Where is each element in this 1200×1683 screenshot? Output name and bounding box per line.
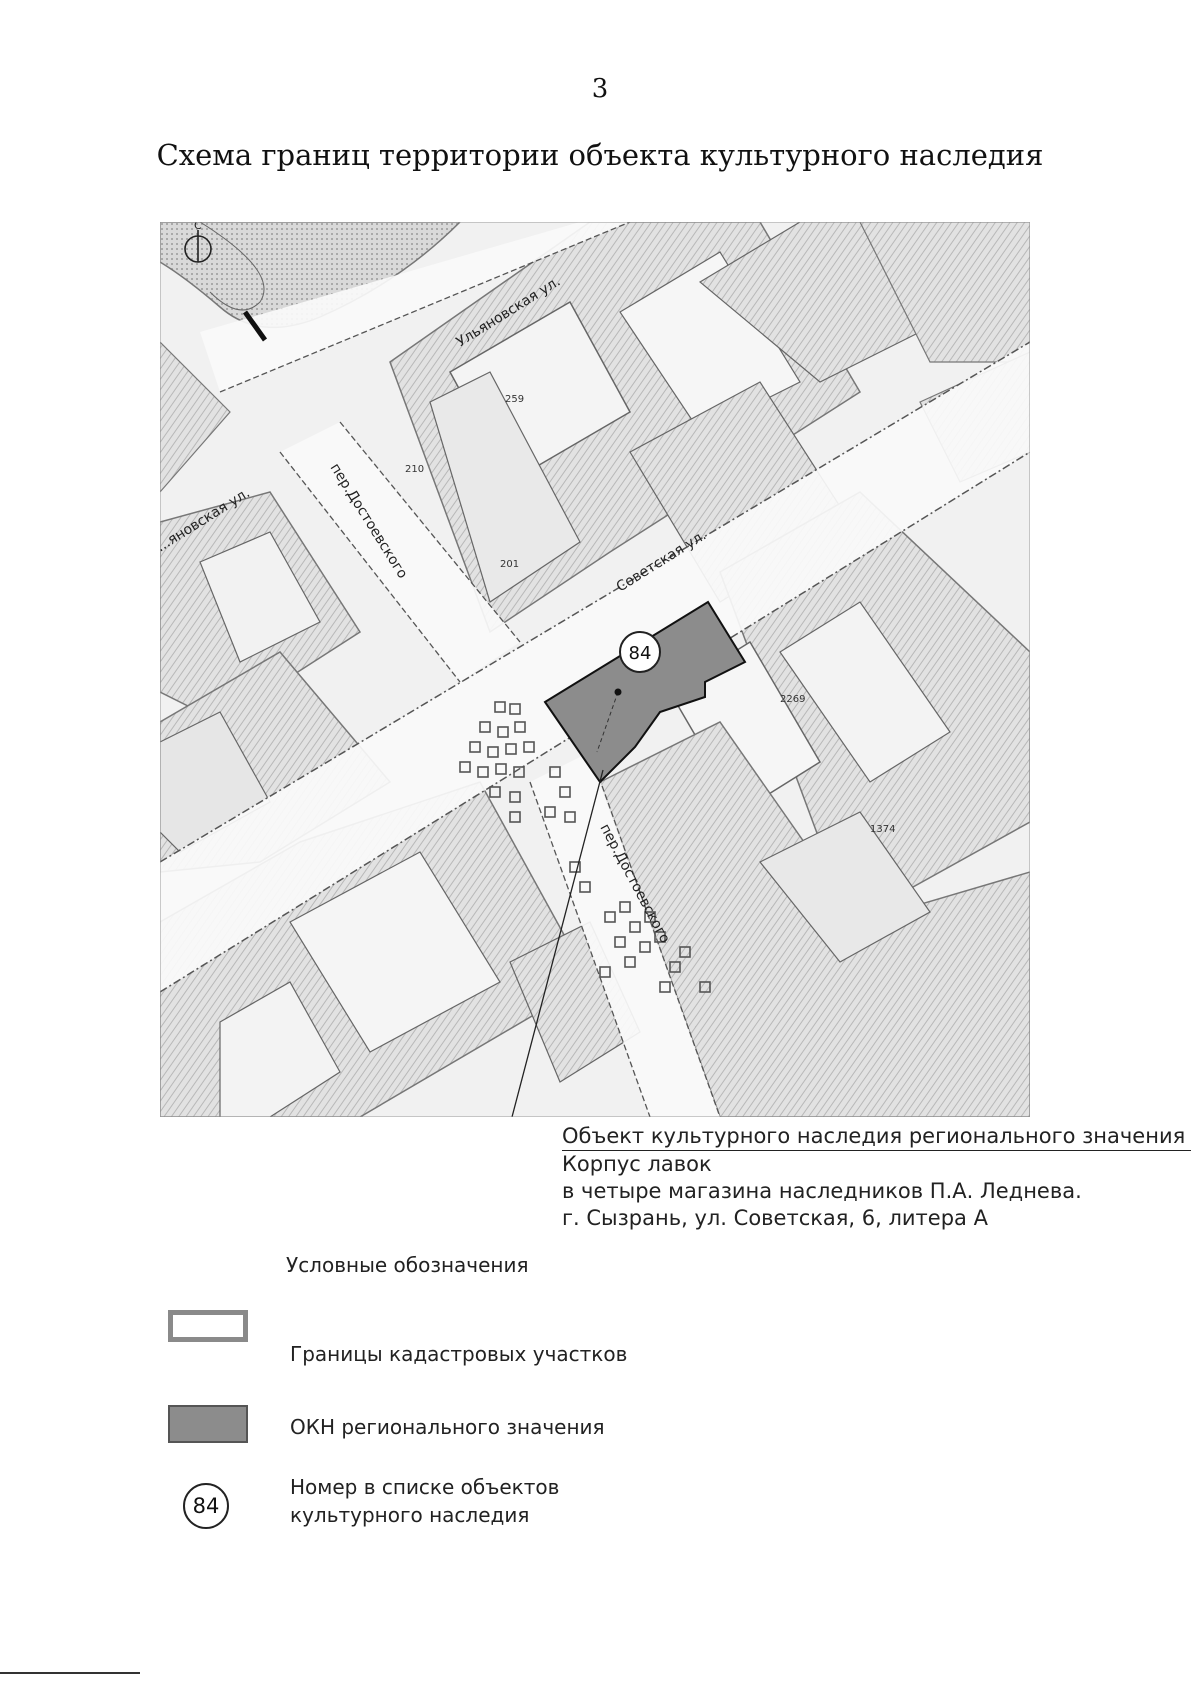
object-caption: Объект культурного наследия региональног… bbox=[562, 1123, 1192, 1232]
parcel-number: 201 bbox=[500, 559, 519, 570]
legend-swatch-okn bbox=[168, 1405, 248, 1443]
legend-label-parcels: Границы кадастровых участков bbox=[290, 1342, 628, 1366]
page-number: 3 bbox=[591, 74, 609, 104]
parcel-number: 259 bbox=[505, 394, 524, 405]
legend-swatch-number: 84 bbox=[183, 1483, 229, 1529]
parcel-number: 210 bbox=[405, 464, 424, 475]
footer-rule bbox=[0, 1672, 140, 1674]
legend-number-example: 84 bbox=[192, 1494, 220, 1518]
object-number-label: 84 bbox=[629, 643, 652, 664]
parcel-number: 1374 bbox=[870, 824, 895, 835]
north-arrow: С bbox=[184, 222, 212, 263]
tree-symbols bbox=[459, 701, 711, 993]
legend-swatch-parcels bbox=[168, 1310, 248, 1342]
caption-line: в четыре магазина наследников П.А. Ледне… bbox=[562, 1179, 1082, 1203]
cadastral-map: С Ульяновская ул. ...яновская ул. пер.До… bbox=[160, 222, 1030, 1117]
parcel-number: 2269 bbox=[780, 694, 805, 705]
legend-label-okn: ОКН регионального значения bbox=[290, 1415, 605, 1439]
object-number-marker[interactable] bbox=[619, 631, 661, 673]
caption-title: Объект культурного наследия региональног… bbox=[562, 1123, 1192, 1151]
caption-line: г. Сызрань, ул. Советская, 6, литера А bbox=[562, 1206, 988, 1230]
north-label: С bbox=[194, 222, 202, 232]
map-base: С Ульяновская ул. ...яновская ул. пер.До… bbox=[160, 222, 1030, 1117]
caption-line: Корпус лавок bbox=[562, 1152, 712, 1176]
legend-label-number-2: культурного наследия bbox=[290, 1503, 530, 1527]
legend-label-number: Номер в списке объектов bbox=[290, 1475, 560, 1499]
legend-title: Условные обозначения bbox=[286, 1253, 529, 1277]
okn-object-polygon[interactable] bbox=[543, 600, 747, 784]
page-title: Схема границ территории объекта культурн… bbox=[156, 138, 1044, 172]
